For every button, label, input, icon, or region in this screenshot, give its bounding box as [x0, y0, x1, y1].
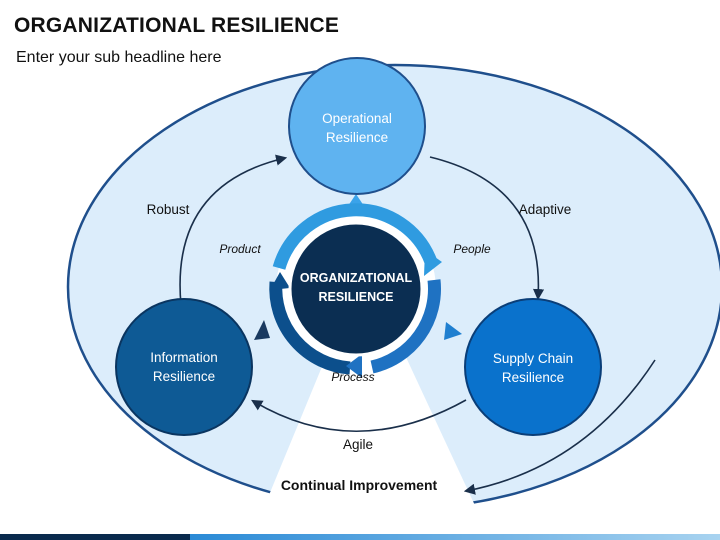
adaptive-label: Adaptive	[519, 202, 572, 217]
product-label: Product	[219, 242, 261, 256]
center-circle	[288, 221, 424, 357]
information-label-line2: Resilience	[153, 369, 215, 384]
agile-arrow	[251, 399, 467, 433]
triangle-left-icon	[254, 320, 270, 340]
people-label: People	[453, 242, 491, 256]
triangle-right-icon	[444, 322, 462, 340]
operational-label-line1: Operational	[322, 111, 392, 126]
bottom-accent-bar	[0, 534, 720, 540]
process-label: Process	[331, 370, 374, 384]
ring-arrow-bottom-icon	[346, 354, 362, 378]
improvement-wedge	[262, 340, 478, 512]
bottom-bar-dark-segment	[0, 534, 190, 540]
operational-node	[288, 57, 426, 195]
center-label-line1: ORGANIZATIONAL	[300, 271, 413, 285]
triangle-up-icon	[348, 194, 364, 206]
bottom-bar-light-segment	[190, 534, 720, 540]
ring-arrow-left-icon	[270, 272, 290, 290]
ring-arc-right	[370, 279, 441, 374]
page-title: ORGANIZATIONAL RESILIENCE	[14, 14, 340, 37]
ring-arc-top	[272, 203, 438, 270]
continual-improvement-label: Continual Improvement	[281, 477, 438, 493]
robust-arrow	[179, 154, 288, 306]
robust-label: Robust	[147, 202, 190, 217]
agile-label: Agile	[343, 437, 373, 452]
adaptive-arrow	[429, 156, 545, 301]
information-node	[115, 298, 253, 436]
center-label-line2: RESILIENCE	[318, 290, 393, 304]
ring-arc-left	[269, 281, 351, 375]
supply-chain-label-line1: Supply Chain	[493, 351, 573, 366]
page-subtitle: Enter your sub headline here	[16, 49, 222, 66]
ring-arrow-top-icon	[424, 250, 442, 276]
supply-chain-label-line2: Resilience	[502, 370, 564, 385]
operational-label-line2: Resilience	[326, 130, 388, 145]
improvement-arrow	[463, 359, 656, 495]
supply-chain-node	[464, 298, 602, 436]
information-label-line1: Information	[150, 350, 218, 365]
